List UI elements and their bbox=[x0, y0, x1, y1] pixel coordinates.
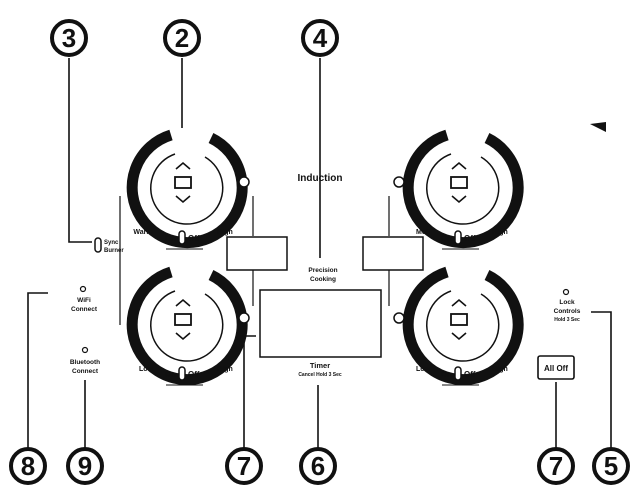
burner-top-right[interactable]: Melt High On Off bbox=[393, 135, 518, 250]
svg-text:Controls: Controls bbox=[554, 308, 581, 315]
svg-text:On: On bbox=[441, 370, 452, 379]
svg-text:Hold 3 Sec: Hold 3 Sec bbox=[554, 317, 580, 323]
panel-title: Induction bbox=[298, 173, 343, 184]
burner-max-label: High bbox=[492, 366, 508, 373]
burner-min-label: Low bbox=[416, 366, 431, 373]
svg-text:8: 8 bbox=[21, 451, 35, 481]
callout-2: 2 bbox=[163, 19, 201, 57]
right-burner-display bbox=[362, 236, 424, 271]
svg-text:On: On bbox=[165, 370, 176, 379]
burner-min-label: Warm bbox=[133, 229, 152, 236]
burner-on-off-toggle[interactable]: On Off bbox=[165, 366, 203, 386]
burner-min-label: Low bbox=[139, 366, 154, 373]
svg-text:Off: Off bbox=[464, 370, 476, 379]
svg-text:Off: Off bbox=[188, 234, 200, 243]
burner-on-off-toggle[interactable]: On Off bbox=[441, 366, 479, 386]
svg-text:On: On bbox=[441, 234, 452, 243]
callout-5: 5 bbox=[592, 447, 630, 485]
lock-controls-button[interactable]: Lock Controls Hold 3 Sec bbox=[554, 288, 581, 324]
precision-cooking-button[interactable]: Precision Cooking bbox=[308, 267, 337, 283]
burner-on-off-toggle[interactable]: On Off bbox=[441, 230, 479, 250]
svg-text:6: 6 bbox=[311, 451, 325, 481]
svg-text:Precision: Precision bbox=[308, 267, 337, 274]
burner-max-label: High bbox=[492, 229, 508, 236]
burner-min-label: Melt bbox=[416, 229, 431, 236]
panel-dividers bbox=[119, 196, 390, 325]
callout-9: 9 bbox=[66, 447, 104, 485]
callout-3: 3 bbox=[50, 19, 88, 57]
burner-max-label: High bbox=[217, 229, 233, 236]
sync-burner-button[interactable]: Sync Burner bbox=[94, 237, 124, 254]
svg-text:7: 7 bbox=[549, 451, 563, 481]
callout-7-left: 7 bbox=[225, 447, 263, 485]
burner-indicator-light bbox=[238, 176, 250, 188]
burner-bottom-left[interactable]: Low High On Off bbox=[132, 272, 250, 386]
svg-text:7: 7 bbox=[237, 451, 251, 481]
svg-text:Bluetooth: Bluetooth bbox=[70, 359, 100, 366]
svg-text:WiFi: WiFi bbox=[77, 297, 91, 304]
burner-indicator-light bbox=[238, 312, 250, 324]
burner-top-left[interactable]: Warm High On Off bbox=[132, 135, 250, 250]
callout-7-right: 7 bbox=[537, 447, 575, 485]
svg-text:On: On bbox=[165, 234, 176, 243]
burner-indicator-light bbox=[393, 176, 405, 188]
burner-on-off-toggle[interactable]: On Off bbox=[165, 230, 203, 250]
svg-text:3: 3 bbox=[62, 23, 76, 53]
main-display bbox=[259, 289, 382, 358]
svg-text:Cooking: Cooking bbox=[310, 276, 336, 283]
svg-text:4: 4 bbox=[313, 23, 328, 53]
callout-8: 8 bbox=[9, 447, 47, 485]
svg-text:5: 5 bbox=[604, 451, 618, 481]
svg-text:Off: Off bbox=[464, 234, 476, 243]
timer-button[interactable]: Timer Cancel Hold 3 Sec bbox=[298, 361, 342, 378]
svg-text:Connect: Connect bbox=[71, 306, 98, 313]
svg-text:Lock: Lock bbox=[559, 299, 575, 306]
svg-text:Connect: Connect bbox=[72, 368, 99, 375]
svg-text:Timer: Timer bbox=[310, 361, 330, 370]
lock-indicator-light bbox=[562, 288, 570, 296]
wifi-indicator-light bbox=[79, 285, 87, 293]
bluetooth-connect-button[interactable]: Bluetooth Connect bbox=[70, 346, 100, 376]
burner-bottom-right[interactable]: Low High On Off bbox=[393, 272, 518, 386]
svg-text:9: 9 bbox=[78, 451, 92, 481]
wifi-connect-button[interactable]: WiFi Connect bbox=[71, 285, 98, 314]
left-burner-display bbox=[226, 236, 288, 271]
svg-text:Off: Off bbox=[188, 370, 200, 379]
svg-text:Cancel Hold 3 Sec: Cancel Hold 3 Sec bbox=[298, 372, 342, 378]
burner-indicator-light bbox=[393, 312, 405, 324]
bluetooth-indicator-light bbox=[81, 346, 89, 354]
svg-text:Sync: Sync bbox=[104, 240, 119, 246]
all-off-button[interactable]: All Off bbox=[537, 355, 575, 380]
svg-text:Burner: Burner bbox=[104, 248, 124, 254]
burner-max-label: High bbox=[217, 366, 233, 373]
svg-text:All Off: All Off bbox=[544, 364, 568, 373]
corner-marker bbox=[590, 122, 606, 132]
svg-text:2: 2 bbox=[175, 23, 189, 53]
callout-4: 4 bbox=[301, 19, 339, 57]
callout-6: 6 bbox=[299, 447, 337, 485]
